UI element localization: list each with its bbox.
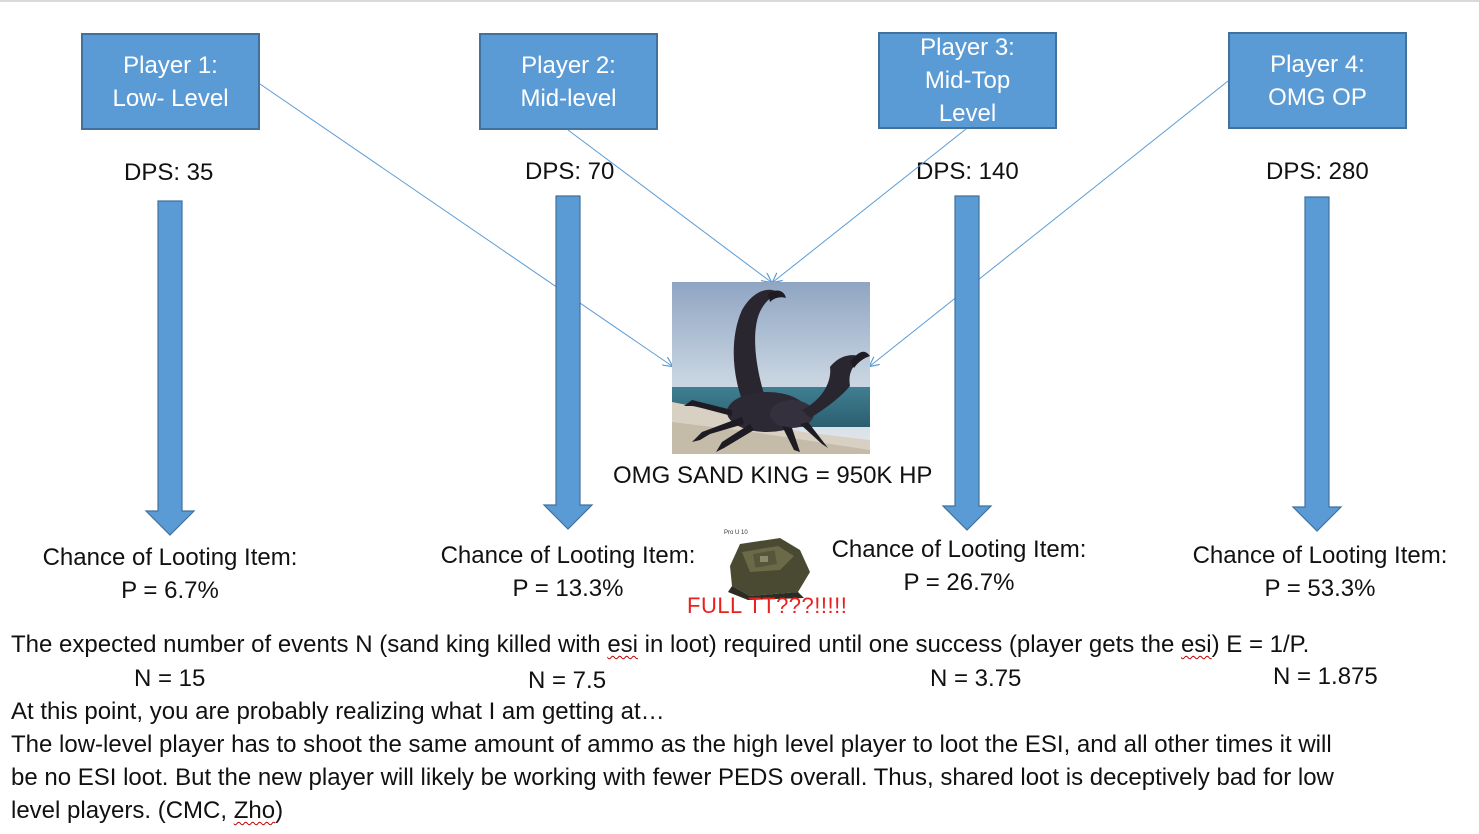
player-2-probability: P = 13.3% [512,575,624,602]
player-3-n: N = 3.75 [930,665,1022,692]
conclusion-line-3: level players. (CMC, Zho) [11,794,283,827]
down-arrow-player2 [542,195,594,530]
expected-text-3: ) E = 1/P. [1211,631,1310,658]
conclusion-line-3-text: level players. (CMC, [11,797,234,824]
player-1-box: Player 1: Low- Level [81,33,260,130]
player-3-dps: DPS: 140 [916,158,1019,185]
player-1-dps: DPS: 35 [124,159,214,186]
realizing-line: At this point, you are probably realizin… [11,698,665,725]
down-arrow-player1 [144,200,196,536]
player-1-title: Player 1: [123,51,218,79]
conclusion-line-2: be no ESI loot. But the new player will … [11,764,1334,791]
player-2-title: Player 2: [521,51,616,79]
arrow-player4-to-monster [870,80,1229,366]
player-4-box: Player 4: OMG OP [1228,32,1407,129]
tank-tiny-label: Pro U 10 [724,530,748,536]
player-3-title: Player 3: [920,34,1015,61]
down-arrow-player3 [941,195,993,531]
player-4-n: N = 1.875 [1273,663,1378,690]
player-1-n: N = 15 [134,665,206,692]
player-2-level: Mid-level [520,84,617,112]
tank-image: Pro U 10 [724,530,810,600]
top-divider [0,0,1479,2]
expected-esi-1: esi [607,631,638,658]
conclusion-line-3-end: ) [275,797,284,824]
player-4-level: OMG OP [1268,83,1367,111]
full-tt-caption: FULL TT???!!!!! [687,593,848,618]
player-3-chance-label: Chance of Looting Item: [831,536,1087,563]
conclusion-zho: Zho [233,797,276,824]
player-3-level: Mid-Top [924,67,1011,94]
player-1-level: Low- Level [112,84,229,112]
player-2-n: N = 7.5 [528,667,607,694]
player-4-probability: P = 53.3% [1264,575,1376,602]
player-3-level-cont: Level [938,100,997,127]
expected-text-1: The expected number of events N (sand ki… [11,631,608,658]
player-2-box: Player 2: Mid-level [479,33,658,130]
player-3-chance: Chance of Looting Item: P = 26.7% [825,533,1093,599]
player-3-probability: P = 26.7% [903,569,1015,596]
player-1-probability: P = 6.7% [121,577,219,604]
expected-text-2: in loot) required until one success (pla… [638,631,1181,658]
player-2-chance-label: Chance of Looting Item: [440,542,696,569]
expected-events-sentence: The expected number of events N (sand ki… [11,628,1309,661]
monster-caption: OMG SAND KING = 950K HP [613,462,933,489]
player-2-chance: Chance of Looting Item: P = 13.3% [434,539,702,605]
player-4-title: Player 4: [1270,50,1365,78]
expected-esi-2: esi [1180,631,1212,658]
arrow-player1-to-monster [259,83,672,366]
player-1-chance: Chance of Looting Item: P = 6.7% [36,541,304,607]
arrow-player3-to-monster [773,128,967,282]
player-4-chance-label: Chance of Looting Item: [1192,542,1448,569]
player-4-dps: DPS: 280 [1266,158,1369,185]
arrow-player2-to-monster [567,129,771,282]
player-4-chance: Chance of Looting Item: P = 53.3% [1186,539,1454,605]
down-arrow-player4 [1291,196,1343,532]
player-1-chance-label: Chance of Looting Item: [42,544,298,571]
sand-king-image [672,282,870,454]
player-2-dps: DPS: 70 [525,158,615,185]
conclusion-line-1: The low-level player has to shoot the sa… [11,731,1332,758]
